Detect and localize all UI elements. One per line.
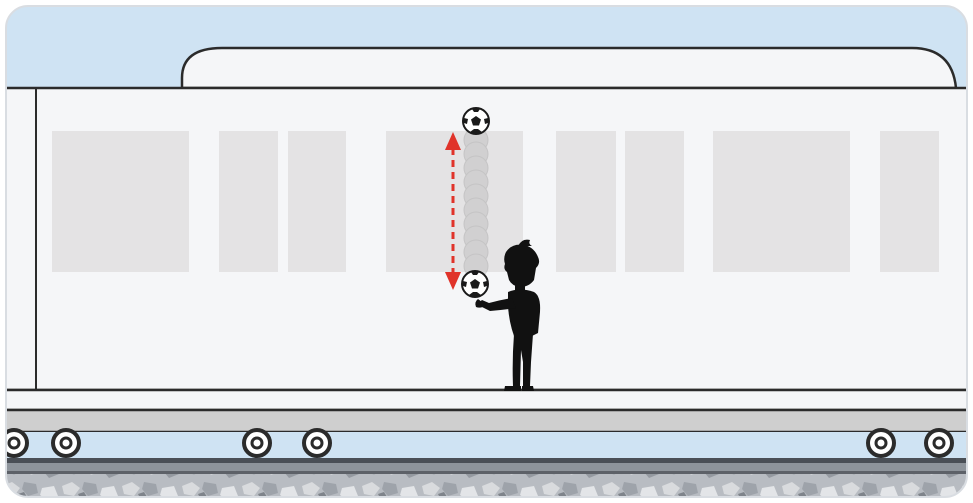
window [880,131,939,272]
ball-motion-trail [464,128,488,278]
window [52,131,189,272]
train-roof [182,48,956,88]
rail-shadow [0,471,973,474]
wheel [1,430,27,456]
window [288,131,346,272]
train-floor-strip [0,390,973,410]
window [625,131,684,272]
undercarriage-gap [0,432,973,460]
wheel [244,430,270,456]
window [556,131,616,272]
wheel [304,430,330,456]
soccer-ball-icon [463,108,489,134]
soccer-ball-icon [462,271,488,297]
window [219,131,278,272]
wheel [926,430,952,456]
wheel [868,430,894,456]
track-gravel [0,474,973,503]
rail-base [0,463,973,471]
rail [0,458,973,463]
window [713,131,850,272]
wheel [53,430,79,456]
train-chassis [0,410,973,432]
train-windows [52,131,939,272]
